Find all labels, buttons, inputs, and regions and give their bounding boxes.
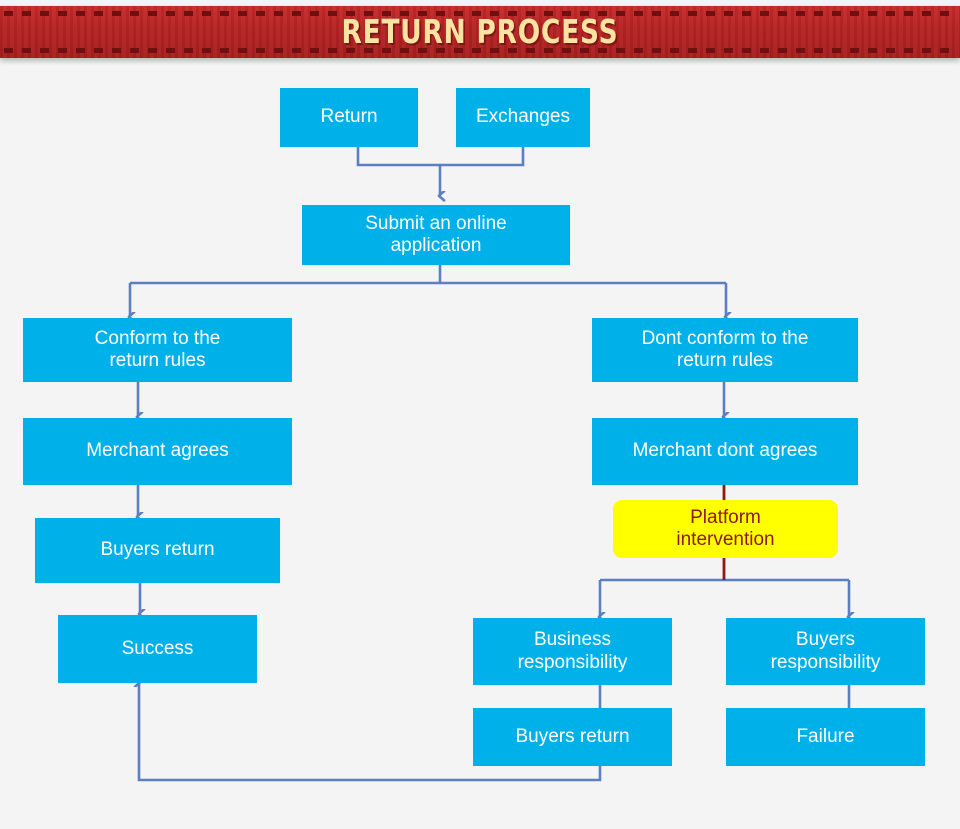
node-label: Platform intervention [676, 506, 775, 550]
node-return[interactable]: Return [280, 88, 418, 147]
page-title: RETURN PROCESS [341, 12, 619, 51]
node-label: Dont conform to the return rules [641, 327, 809, 371]
node-dont-conform-to-return-rules[interactable]: Dont conform to the return rules [592, 318, 858, 382]
node-conform-to-return-rules[interactable]: Conform to the return rules [23, 318, 292, 382]
node-label: Return [320, 106, 378, 128]
node-label: Buyers responsibility [770, 629, 881, 673]
flowchart-canvas: Return Exchanges Submit an online applic… [0, 58, 960, 829]
node-business-responsibility[interactable]: Business responsibility [473, 618, 672, 685]
node-platform-intervention[interactable]: Platform intervention [613, 500, 838, 558]
node-failure[interactable]: Failure [726, 708, 925, 766]
node-label: Merchant dont agrees [632, 440, 818, 462]
header-banner: RETURN PROCESS [0, 6, 960, 58]
node-label: Submit an online application [365, 212, 507, 256]
node-merchant-dont-agrees[interactable]: Merchant dont agrees [592, 418, 858, 485]
node-exchanges[interactable]: Exchanges [456, 88, 590, 147]
edge-merge-bar [356, 147, 525, 167]
node-submit-application[interactable]: Submit an online application [302, 205, 570, 265]
node-label: Conform to the return rules [94, 327, 221, 371]
node-label: Failure [796, 725, 855, 747]
node-label: Success [121, 637, 194, 659]
node-label: Business responsibility [517, 629, 628, 673]
node-buyers-return-bottom[interactable]: Buyers return [473, 708, 672, 766]
node-buyers-return-left[interactable]: Buyers return [35, 518, 280, 583]
node-label: Exchanges [475, 106, 570, 128]
node-label: Buyers return [100, 539, 215, 561]
node-merchant-agrees[interactable]: Merchant agrees [23, 418, 292, 485]
node-label: Buyers return [515, 725, 630, 747]
node-label: Merchant agrees [86, 440, 229, 462]
node-success[interactable]: Success [58, 615, 257, 683]
node-buyers-responsibility[interactable]: Buyers responsibility [726, 618, 925, 685]
